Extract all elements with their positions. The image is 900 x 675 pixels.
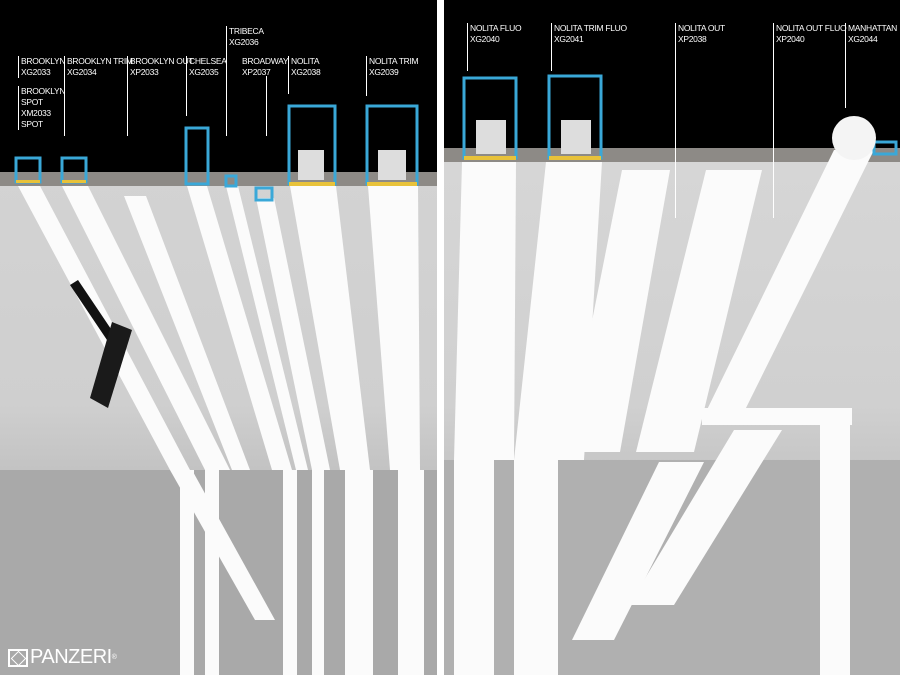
left-ceiling-scene bbox=[0, 0, 437, 675]
panzeri-logo: PANZERI® bbox=[8, 646, 117, 669]
manhattan-round-profile bbox=[832, 116, 876, 160]
broadway-leader-line bbox=[266, 76, 267, 136]
light-bars bbox=[454, 150, 874, 675]
panzeri-logo-mark-icon bbox=[8, 648, 28, 667]
registered-mark: ® bbox=[111, 654, 117, 661]
light-bars bbox=[18, 186, 424, 675]
profile-sections bbox=[14, 104, 419, 202]
right-ceiling-scene bbox=[444, 0, 900, 675]
spot-fixture bbox=[70, 280, 132, 408]
logo-text: PANZERI bbox=[30, 646, 112, 668]
